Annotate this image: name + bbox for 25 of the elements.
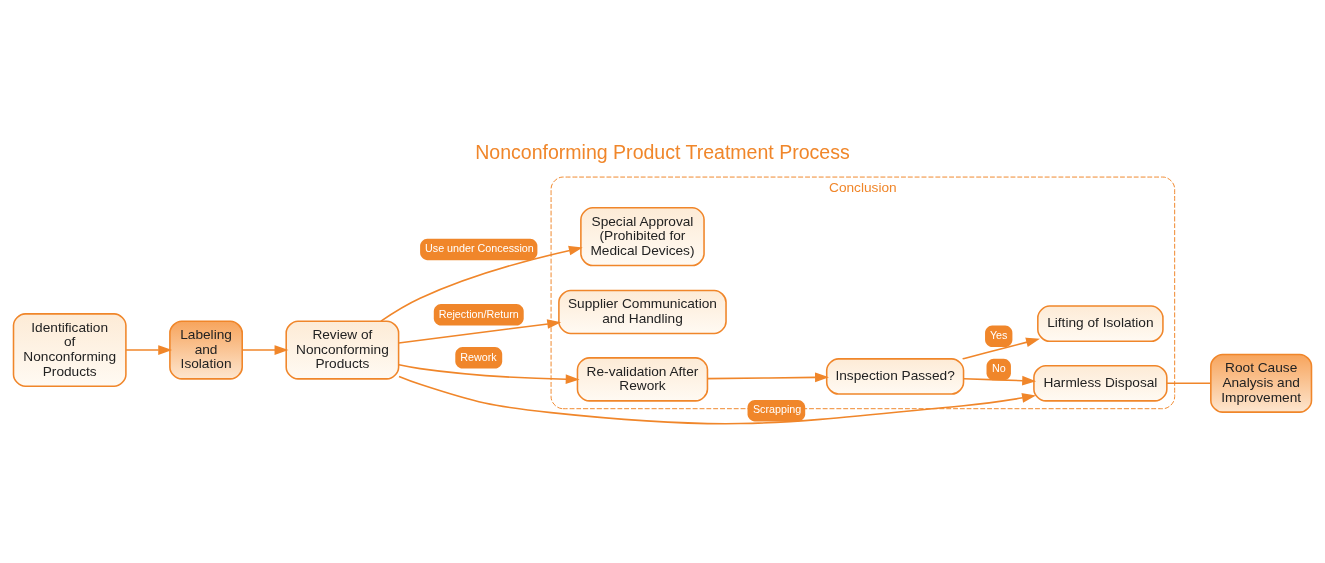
- node-box: Lifting of Isolation: [1037, 304, 1164, 342]
- arrow: [380, 245, 583, 322]
- arrow: [241, 344, 289, 355]
- diagram-title: Nonconforming Product Treatment Process: [475, 140, 850, 163]
- connector: [1166, 382, 1212, 384]
- arrow: [961, 337, 1040, 360]
- edge-label: Yes: [989, 328, 1008, 341]
- node-box: Supplier Communication and Handling: [558, 289, 727, 334]
- edge-label: Rejection/Return: [438, 307, 519, 320]
- node-box: Labeling and Isolation: [169, 319, 243, 380]
- node-box: Re-validation After Rework: [576, 356, 709, 402]
- node-box: Identification of Nonconforming Products: [12, 312, 127, 387]
- edge-label: Rework: [460, 350, 497, 363]
- arrow: [963, 375, 1037, 386]
- node-box: Review of Nonconforming Products: [285, 319, 400, 380]
- arrow: [397, 318, 562, 344]
- arrow: [125, 344, 173, 355]
- edge-label: No: [991, 361, 1006, 374]
- node-box: Inspection Passed?: [825, 357, 965, 395]
- node-box: Root Cause Analysis and Improvement: [1210, 353, 1313, 413]
- node-box: Special Approval (Prohibited for Medical Devices): [580, 206, 705, 266]
- arrow: [706, 372, 829, 382]
- arrow: [398, 363, 580, 384]
- node-box: Harmless Disposal: [1033, 364, 1168, 402]
- edge-label: Use under Concession: [424, 241, 534, 254]
